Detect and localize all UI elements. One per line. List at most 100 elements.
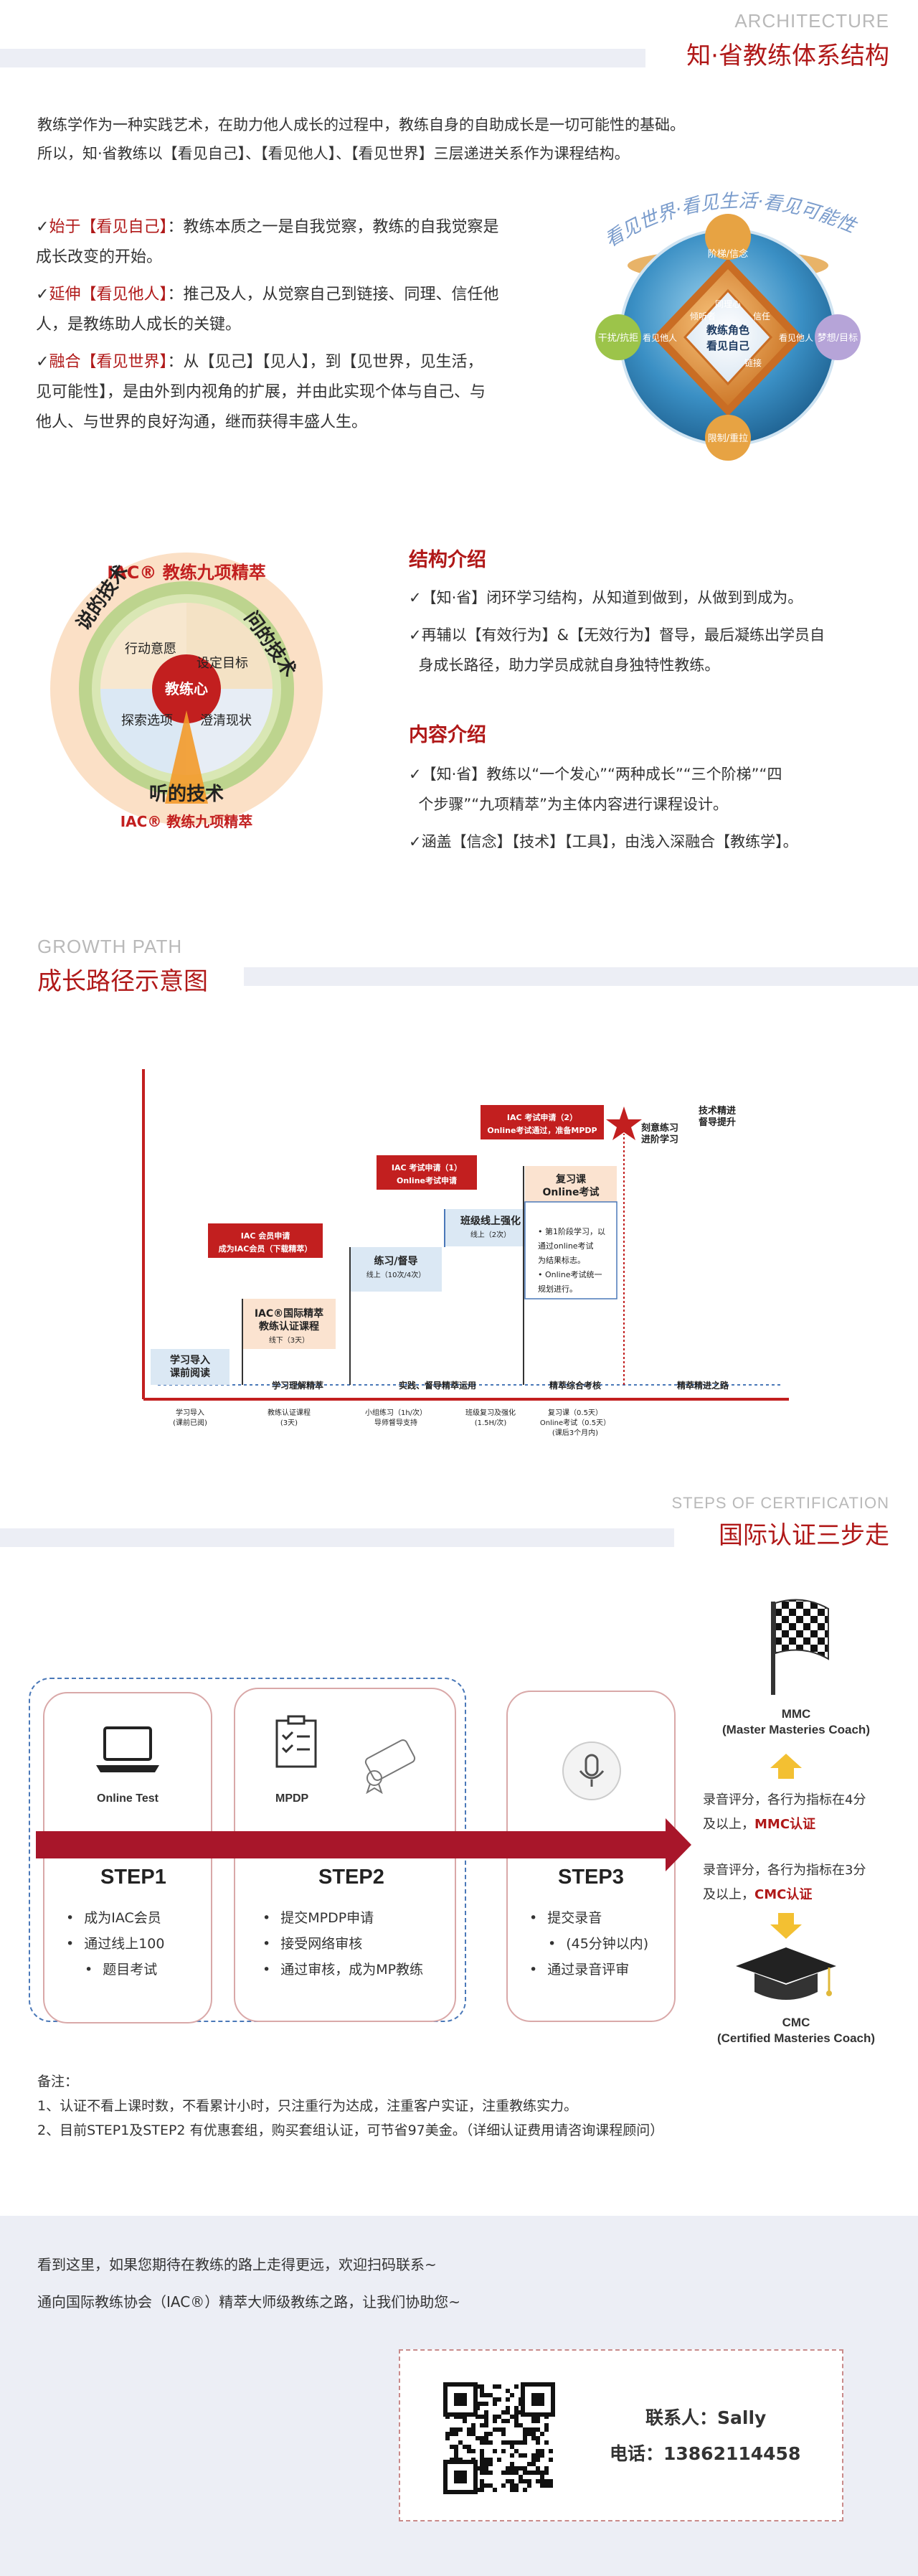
content-item: ✓【知·省】教练以“一个发心”“两种成长”“三个阶梯”“四 个步骤”“九项精萃”… bbox=[409, 766, 782, 813]
point-list: ✓始于【看见自己】：教练本质之一是自我觉察，教练的自我觉察是成长改变的开始。 ✓… bbox=[36, 212, 552, 438]
section-band bbox=[0, 1528, 674, 1547]
arrow-head-icon bbox=[666, 1818, 691, 1871]
svg-text:阶梯/信念: 阶梯/信念 bbox=[708, 248, 748, 260]
up-arrow-stem bbox=[778, 1767, 794, 1779]
growth-tag bbox=[377, 1155, 477, 1190]
structure-item: ✓【知·省】闭环学习结构，从知道到做到，从做到到成为。 bbox=[409, 589, 803, 606]
point-item: ✓融合【看见世界】：从【见己】【见人】，到【见世界，见生活，见可能性】，是由外到… bbox=[36, 353, 486, 431]
svg-text:同理心: 同理心 bbox=[715, 299, 741, 309]
step-item: 提交录音 bbox=[529, 1905, 648, 1931]
x-label: (课前已阅) bbox=[173, 1418, 207, 1427]
certificate-icon bbox=[364, 1739, 416, 1794]
svg-text:探索选项: 探索选项 bbox=[121, 713, 173, 728]
x-label: 小组练习（1h/次） bbox=[365, 1408, 427, 1417]
phase-label: 精萃精进之路 bbox=[677, 1380, 729, 1391]
section-en-title: GROWTH PATH bbox=[37, 936, 183, 957]
step2-list: 提交MPDP申请 接受网络审核 通过审核，成为MP教练 bbox=[262, 1905, 423, 1983]
step-name: Online考试 bbox=[543, 1186, 600, 1198]
contact-name: 联系人：Sally bbox=[645, 2407, 767, 2428]
svg-text:教练心: 教练心 bbox=[165, 680, 208, 697]
step-sub: 线上（2次） bbox=[470, 1230, 511, 1239]
step-item: 接受网络审核 bbox=[262, 1931, 423, 1957]
after-star: 进阶学习 bbox=[641, 1134, 678, 1145]
structure-item: ✓再辅以【有效行为】&【无效行为】督导，最后凝练出学员自 身成长路径，助力学员成… bbox=[409, 626, 825, 674]
step-icon-label: MPDP bbox=[275, 1792, 309, 1805]
far-right: 技术精进 bbox=[699, 1105, 736, 1117]
intro-line: 教练学作为一种实践艺术，在助力他人成长的过程中，教练自身的自助成长是一切可能性的… bbox=[37, 116, 685, 133]
section-title: 成长路径示意图 bbox=[37, 967, 208, 996]
content-list: ✓【知·省】教练以“一个发心”“两种成长”“三个阶梯”“四 个步骤”“九项精萃”… bbox=[409, 759, 896, 857]
step-name: 课前阅读 bbox=[170, 1367, 210, 1379]
point-item: ✓延伸【看见他人】：推己及人，从觉察自己到链接、同理、信任他人，是教练助人成长的… bbox=[36, 286, 499, 334]
steps-arrow bbox=[36, 1831, 667, 1858]
graduation-cap-icon bbox=[736, 1947, 836, 2000]
growth-step bbox=[242, 1299, 336, 1349]
x-label: (课后3个月内) bbox=[552, 1428, 598, 1437]
tag-text: IAC 会员申请 bbox=[241, 1231, 290, 1241]
tag-text: Online考试申请 bbox=[397, 1175, 457, 1185]
svg-text:设定目标: 设定目标 bbox=[197, 656, 248, 671]
svg-text:链接: 链接 bbox=[744, 357, 762, 368]
svg-text:IAC® 教练九项精萃: IAC® 教练九项精萃 bbox=[120, 813, 253, 830]
step-name: 练习/督导 bbox=[374, 1255, 417, 1267]
phase-label: 精萃综合考核 bbox=[549, 1380, 601, 1391]
x-label: 教练认证课程 bbox=[268, 1408, 311, 1417]
notes-title: 备注： bbox=[37, 2074, 79, 2090]
step-item: 通过审核，成为MP教练 bbox=[262, 1957, 423, 1983]
down-arrow-icon bbox=[770, 1924, 802, 1939]
footer-line: 看到这里，如果您期待在教练的路上走得更远，欢迎扫码联系~ bbox=[37, 2256, 437, 2273]
clipboard-icon bbox=[275, 1715, 317, 1768]
qr-code-icon[interactable] bbox=[442, 2381, 557, 2496]
microphone-icon bbox=[562, 1741, 621, 1800]
svg-text:看见自己: 看见自己 bbox=[706, 339, 749, 352]
review-note: • 第1阶段学习，以 bbox=[538, 1226, 605, 1236]
step-name: 学习导入 bbox=[170, 1354, 210, 1366]
x-label: 学习导入 bbox=[176, 1408, 204, 1417]
svg-text:信任: 信任 bbox=[753, 311, 770, 321]
svg-text:梦想/目标: 梦想/目标 bbox=[818, 332, 858, 344]
growth-step bbox=[525, 1166, 617, 1202]
growth-step bbox=[151, 1349, 230, 1385]
growth-step bbox=[445, 1209, 536, 1246]
x-label: 复习课（0.5天） bbox=[548, 1408, 602, 1417]
review-note: 规划进行。 bbox=[538, 1284, 577, 1294]
note-line: 2、目前STEP1及STEP2 有优惠套组，购买套组认证，可节省97美金。（详细… bbox=[37, 2123, 664, 2138]
structure-heading: 结构介绍 bbox=[409, 549, 486, 571]
section-en-title: STEPS OF CERTIFICATION bbox=[671, 1494, 889, 1512]
far-right: 督导提升 bbox=[699, 1117, 736, 1128]
contact-phone[interactable]: 电话：13862114458 bbox=[610, 2443, 801, 2464]
step-item: 成为IAC会员 bbox=[66, 1905, 164, 1931]
svg-text:看见他人: 看见他人 bbox=[779, 333, 813, 343]
svg-text:行动意愿: 行动意愿 bbox=[125, 641, 176, 657]
intro-line: 所以，知·省教练以【看见自己】、【看见他人】、【看见世界】三层递进关系作为课程结… bbox=[37, 145, 630, 162]
step-title: STEP1 bbox=[100, 1866, 166, 1889]
step-title: STEP3 bbox=[558, 1866, 624, 1889]
step-title: STEP2 bbox=[318, 1866, 384, 1889]
structure-list: ✓【知·省】闭环学习结构，从知道到做到，从做到到成为。 ✓再辅以【有效行为】&【… bbox=[409, 583, 896, 680]
intro-text: 教练学作为一种实践艺术，在助力他人成长的过程中，教练自身的自助成长是一切可能性的… bbox=[37, 111, 826, 168]
step-item: 通过线上100 bbox=[66, 1931, 164, 1957]
step-icon-label: Online Test bbox=[97, 1792, 158, 1805]
point-item: ✓始于【看见自己】：教练本质之一是自我觉察，教练的自我觉察是成长改变的开始。 bbox=[36, 218, 499, 266]
tag-text: IAC 考试申请（1） bbox=[392, 1162, 462, 1172]
cmc-requirement: 录音评分，各行为指标在3分 及以上，CMC认证 bbox=[703, 1863, 866, 1902]
review-note: 为结果标志。 bbox=[538, 1255, 585, 1265]
tag-text: IAC 考试申请（2） bbox=[507, 1112, 577, 1122]
checkered-flag-icon bbox=[771, 1599, 829, 1695]
svg-text:限制/重拉: 限制/重拉 bbox=[708, 433, 748, 444]
growth-tag bbox=[481, 1105, 604, 1139]
up-arrow-icon bbox=[770, 1754, 802, 1768]
note-line: 1、认证不看上课时数，不看累计小时，只注重行为达成，注重客户实证，注重教练实力。 bbox=[37, 2098, 578, 2114]
globe-diagram: 看见世界·看见生活·看见可能性 教练角色 看见自己 阶梯/信念 干扰/抗拒 梦想… bbox=[595, 190, 861, 461]
step-sub: 线下（3天） bbox=[269, 1335, 309, 1345]
phase-label: 学习理解精萃 bbox=[272, 1380, 323, 1391]
content-heading: 内容介绍 bbox=[409, 724, 486, 746]
svg-text:听的技术: 听的技术 bbox=[149, 783, 224, 805]
step-name: IAC®国际精萃 bbox=[255, 1307, 323, 1320]
down-arrow-stem bbox=[778, 1913, 794, 1924]
mmc-title: MMC(Master Masteries Coach) bbox=[722, 1707, 870, 1736]
step-sub: 线上（10次/4次） bbox=[366, 1270, 425, 1279]
section-title: 知·省教练体系结构 bbox=[686, 42, 889, 70]
tag-text: Online考试通过，准备MPDP bbox=[487, 1125, 597, 1135]
mmc-requirement: 录音评分，各行为指标在4分 及以上，MMC认证 bbox=[703, 1792, 866, 1832]
